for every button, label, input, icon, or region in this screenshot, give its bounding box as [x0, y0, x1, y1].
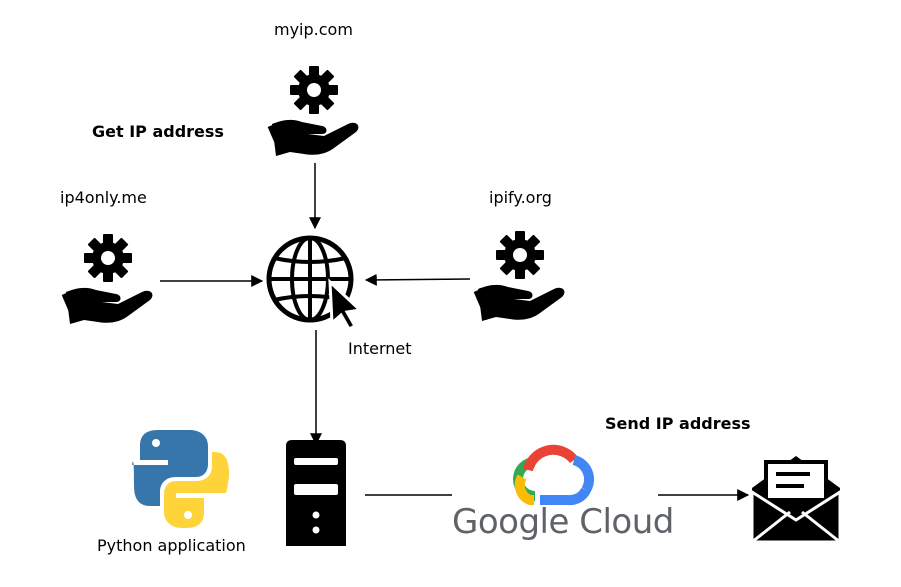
- server-icon: [286, 440, 346, 546]
- label-send-ip-address: Send IP address: [605, 414, 751, 433]
- label-ip4only: ip4only.me: [60, 188, 147, 207]
- service-hand-gear-icon-ipify: [476, 231, 564, 321]
- label-get-ip-address: Get IP address: [92, 122, 224, 141]
- google-cloud-wordmark: Google Cloud: [452, 502, 674, 542]
- google-cloud-logo-icon: [513, 444, 595, 506]
- label-internet: Internet: [348, 339, 412, 358]
- arrow-ipify-to-internet: [364, 273, 471, 286]
- service-hand-gear-icon-myip: [270, 66, 358, 156]
- label-myip: myip.com: [274, 20, 353, 39]
- mail-envelope-icon: [750, 456, 842, 544]
- globe-cursor-icon: [266, 235, 364, 331]
- label-ipify: ipify.org: [489, 188, 552, 207]
- label-python-application: Python application: [97, 536, 246, 555]
- service-hand-gear-icon-ip4only: [64, 234, 152, 324]
- python-logo-icon: [132, 430, 229, 528]
